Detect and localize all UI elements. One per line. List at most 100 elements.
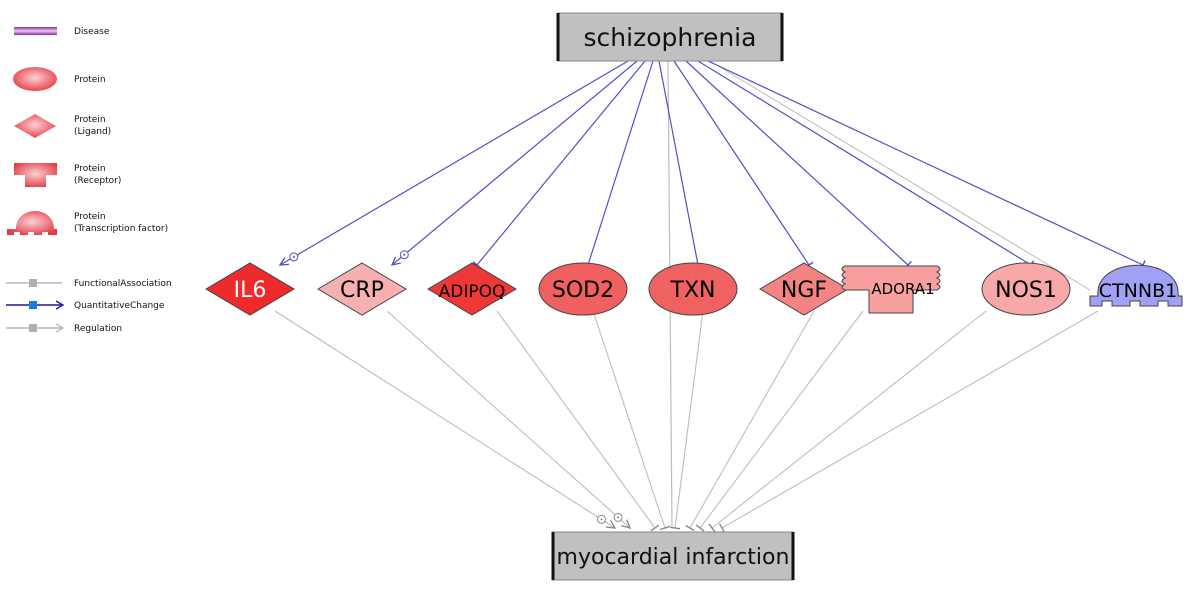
regulation-edge[interactable]	[496, 310, 656, 529]
positive-dot-icon	[600, 518, 603, 521]
gene-node-crp[interactable]: CRP	[317, 262, 407, 316]
arrow-head-icon	[390, 256, 401, 266]
quantitative-change-edge[interactable]	[707, 60, 1144, 266]
legend-item-disease: Disease	[14, 27, 110, 37]
inhibit-marker-icon	[718, 523, 726, 533]
legend-edge-regulation: Regulation	[6, 323, 122, 334]
legend-item-receptor: Protein (Receptor)	[14, 163, 121, 187]
legend: DiseaseProteinProtein(Ligand)Protein(Rec…	[6, 27, 172, 334]
regulation-edge[interactable]	[721, 310, 1099, 529]
legend-label: (Transcription factor)	[74, 224, 168, 234]
arrow-head-icon	[278, 257, 289, 266]
quantitative-change-edge[interactable]	[685, 60, 909, 266]
edge-marker-icon	[29, 279, 37, 287]
quantitative-change-edge[interactable]	[391, 60, 638, 266]
legend-label: Protein	[74, 115, 106, 125]
gene-label: NGF	[781, 278, 827, 303]
disease-label-schizophrenia: schizophrenia	[584, 23, 757, 52]
gene-node-adipoq[interactable]: ADIPOQ	[427, 262, 517, 316]
edge-marker-icon	[29, 324, 37, 332]
ligand-shape	[205, 262, 295, 316]
edges-ADIPOQ	[472, 60, 660, 532]
inhibit-marker-icon	[708, 523, 716, 533]
edge-marker-icon	[29, 301, 37, 309]
edges-CRP	[386, 60, 638, 529]
inhibit-marker-icon	[650, 524, 660, 532]
receptor-legend-icon	[14, 163, 57, 187]
gene-node-il6[interactable]: IL6	[205, 262, 295, 316]
legend-label: Protein	[74, 212, 106, 222]
gene-label: SOD2	[552, 278, 614, 303]
quantitative-change-edge[interactable]	[673, 60, 810, 266]
gene-node-sod2[interactable]: SOD2	[538, 262, 628, 316]
legend-label: (Receptor)	[74, 176, 121, 186]
arrow-head-icon	[55, 300, 65, 310]
inhibit-marker-icon	[669, 526, 681, 530]
legend-label: Protein	[74, 164, 106, 174]
legend-label: Regulation	[74, 324, 122, 334]
protein-shape	[981, 262, 1071, 316]
disease-label-myocardial-infarction: myocardial infarction	[557, 545, 790, 570]
gene-node-txn[interactable]: TXN	[648, 262, 738, 316]
ligand-shape	[427, 262, 517, 316]
arrow-head-icon	[55, 323, 65, 333]
protein-shape	[538, 262, 628, 316]
legend-item-tf: Protein (Transcription factor)	[7, 211, 168, 235]
gene-node-ngf[interactable]: NGF	[759, 262, 849, 316]
gene-node-ctnnb1[interactable]: CTNNB1	[1089, 264, 1183, 307]
ligand-legend-icon	[14, 114, 56, 138]
gene-label: ADORA1	[871, 280, 934, 298]
regulation-edge[interactable]	[674, 310, 704, 529]
gene-label: ADIPOQ	[439, 282, 506, 302]
positive-dot-icon	[403, 253, 406, 256]
transcription-factor-shape	[1089, 264, 1183, 307]
legend-item-ligand: Protein (Ligand)	[14, 114, 111, 138]
quantitative-change-edge[interactable]	[697, 60, 1032, 266]
edges-NOS1	[697, 60, 1035, 533]
gene-label: CTNNB1	[1099, 280, 1177, 302]
gene-node-adora1[interactable]: ADORA1	[841, 265, 941, 314]
regulation-edge[interactable]	[689, 310, 815, 529]
regulation-edge[interactable]	[711, 310, 987, 529]
regulation-edge[interactable]	[592, 310, 666, 529]
disease-node-schizophrenia[interactable]: schizophrenia	[556, 12, 784, 62]
quantitative-change-edge[interactable]	[279, 60, 629, 266]
arrow-head-icon	[606, 519, 617, 529]
transcription-factor-legend-icon	[7, 211, 57, 235]
edges-IL6	[274, 60, 629, 529]
gene-label: IL6	[234, 278, 267, 303]
quantitative-change-edge[interactable]	[587, 60, 654, 266]
quantitative-change-edge[interactable]	[476, 60, 646, 266]
protein-legend-icon	[13, 67, 57, 91]
receptor-shape	[841, 265, 941, 314]
gene-label: TXN	[670, 278, 716, 303]
legend-label: Protein	[74, 75, 106, 85]
legend-label: FunctionalAssociation	[74, 279, 172, 289]
legend-label: QuantitativeChange	[74, 301, 165, 311]
gene-node-nos1[interactable]: NOS1	[981, 262, 1071, 316]
gene-nodes: IL6 CRP ADIPOQ SOD2 TXN NGF ADORA1 NOS1 CTNNB1	[205, 262, 1183, 316]
disease-legend-icon	[14, 27, 57, 35]
gene-label: CRP	[340, 278, 384, 303]
legend-label: Disease	[74, 27, 110, 37]
quantitative-change-edge[interactable]	[658, 60, 699, 266]
legend-edge-functional: FunctionalAssociation	[6, 279, 172, 289]
positive-dot-icon	[292, 255, 295, 258]
regulation-edge[interactable]	[274, 310, 616, 529]
regulation-edge[interactable]	[699, 310, 864, 529]
regulation-edge[interactable]	[386, 310, 631, 529]
legend-item-protein: Protein	[13, 67, 106, 91]
arrow-head-icon	[621, 519, 632, 529]
gene-label: NOS1	[995, 278, 1057, 303]
legend-label: (Ligand)	[74, 127, 111, 137]
inhibit-marker-icon	[685, 524, 695, 532]
positive-dot-icon	[617, 516, 620, 519]
functional-association-edge	[709, 60, 1091, 291]
edges-ADORA1	[685, 60, 912, 532]
inhibit-marker-icon	[660, 525, 670, 531]
disease-node-myocardial-infarction[interactable]: myocardial infarction	[551, 531, 795, 581]
protein-shape	[648, 262, 738, 316]
inhibit-marker-icon	[695, 524, 705, 532]
ligand-shape	[317, 262, 407, 316]
